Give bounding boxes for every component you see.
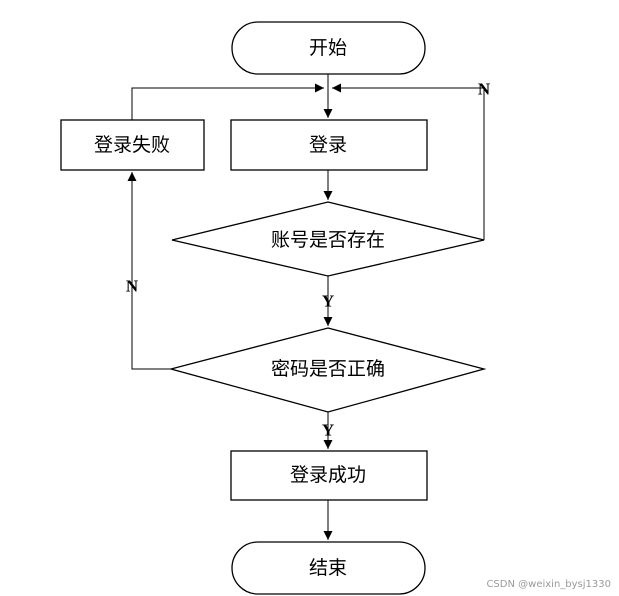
password-no-label: N [126, 277, 139, 296]
start-terminal: 开始 [231, 21, 426, 75]
end-terminal: 结束 [231, 541, 426, 595]
account-no-label: N [478, 80, 491, 99]
account-exists-label: 账号是否存在 [271, 229, 385, 251]
login-failed-box: 登录失败 [60, 119, 205, 171]
watermark: CSDN @weixin_bysj1330 [486, 579, 611, 590]
login-success-label: 登录成功 [290, 464, 366, 486]
start-label: 开始 [309, 37, 347, 59]
account-yes-label: Y [322, 292, 334, 311]
login-process-box: 登录 [230, 119, 428, 171]
account-exists-decision: 账号是否存在 [171, 201, 485, 277]
password-correct-label: 密码是否正确 [271, 358, 385, 380]
end-label: 结束 [309, 557, 347, 579]
password-yes-label: Y [322, 421, 334, 440]
login-failed-label: 登录失败 [94, 134, 170, 156]
login-label: 登录 [309, 134, 347, 156]
connectors [127, 74, 485, 540]
edge-password-no-to-failed [127, 172, 171, 370]
edge-failed-to-login [131, 83, 324, 120]
login-success-box: 登录成功 [230, 450, 428, 501]
password-correct-decision: 密码是否正确 [168, 327, 487, 413]
edge-account-no-loop [332, 83, 485, 240]
